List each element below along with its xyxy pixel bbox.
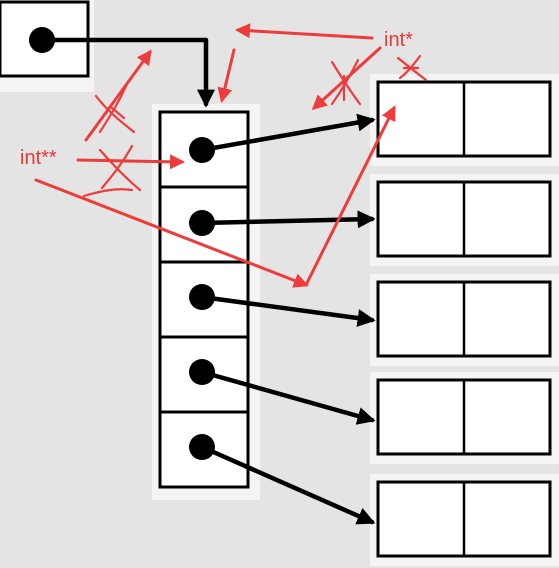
red-cross-mark-1 [94, 84, 136, 134]
red-arrow-middle-to-target [304, 105, 396, 287]
label-int-pointer: int* [384, 29, 413, 51]
target-array-3 [370, 274, 559, 366]
target-array-1 [370, 74, 559, 166]
red-arrow-to-top-connector [84, 49, 152, 142]
red-arrow-label-to-cell [76, 154, 185, 170]
target-array-4 [370, 372, 559, 464]
target-array-2 [370, 174, 559, 266]
red-arrow-down-to-array [217, 48, 236, 103]
red-cross-mark-3 [330, 58, 362, 106]
arrow-pointer-3 [199, 294, 376, 327]
arrow-pointer-5 [199, 444, 376, 525]
red-arrow-from-int-pointer-top [235, 23, 374, 40]
double-pointer-box [0, 0, 94, 92]
target-array-5 [370, 474, 559, 566]
red-cross-mark-2 [82, 144, 142, 198]
red-annotations: int** int* [20, 23, 428, 288]
arrow-pointer-2 [199, 210, 376, 229]
red-arrow-label-to-middle [34, 178, 309, 288]
red-arrow-int-pointer-to-array [311, 46, 382, 111]
arrow-pointer-1 [199, 113, 376, 153]
arrow-double-pointer-to-array [39, 37, 215, 108]
arrow-pointer-4 [199, 369, 376, 425]
label-int-double-pointer: int** [20, 147, 57, 169]
red-cross-mark-4 [396, 54, 428, 82]
